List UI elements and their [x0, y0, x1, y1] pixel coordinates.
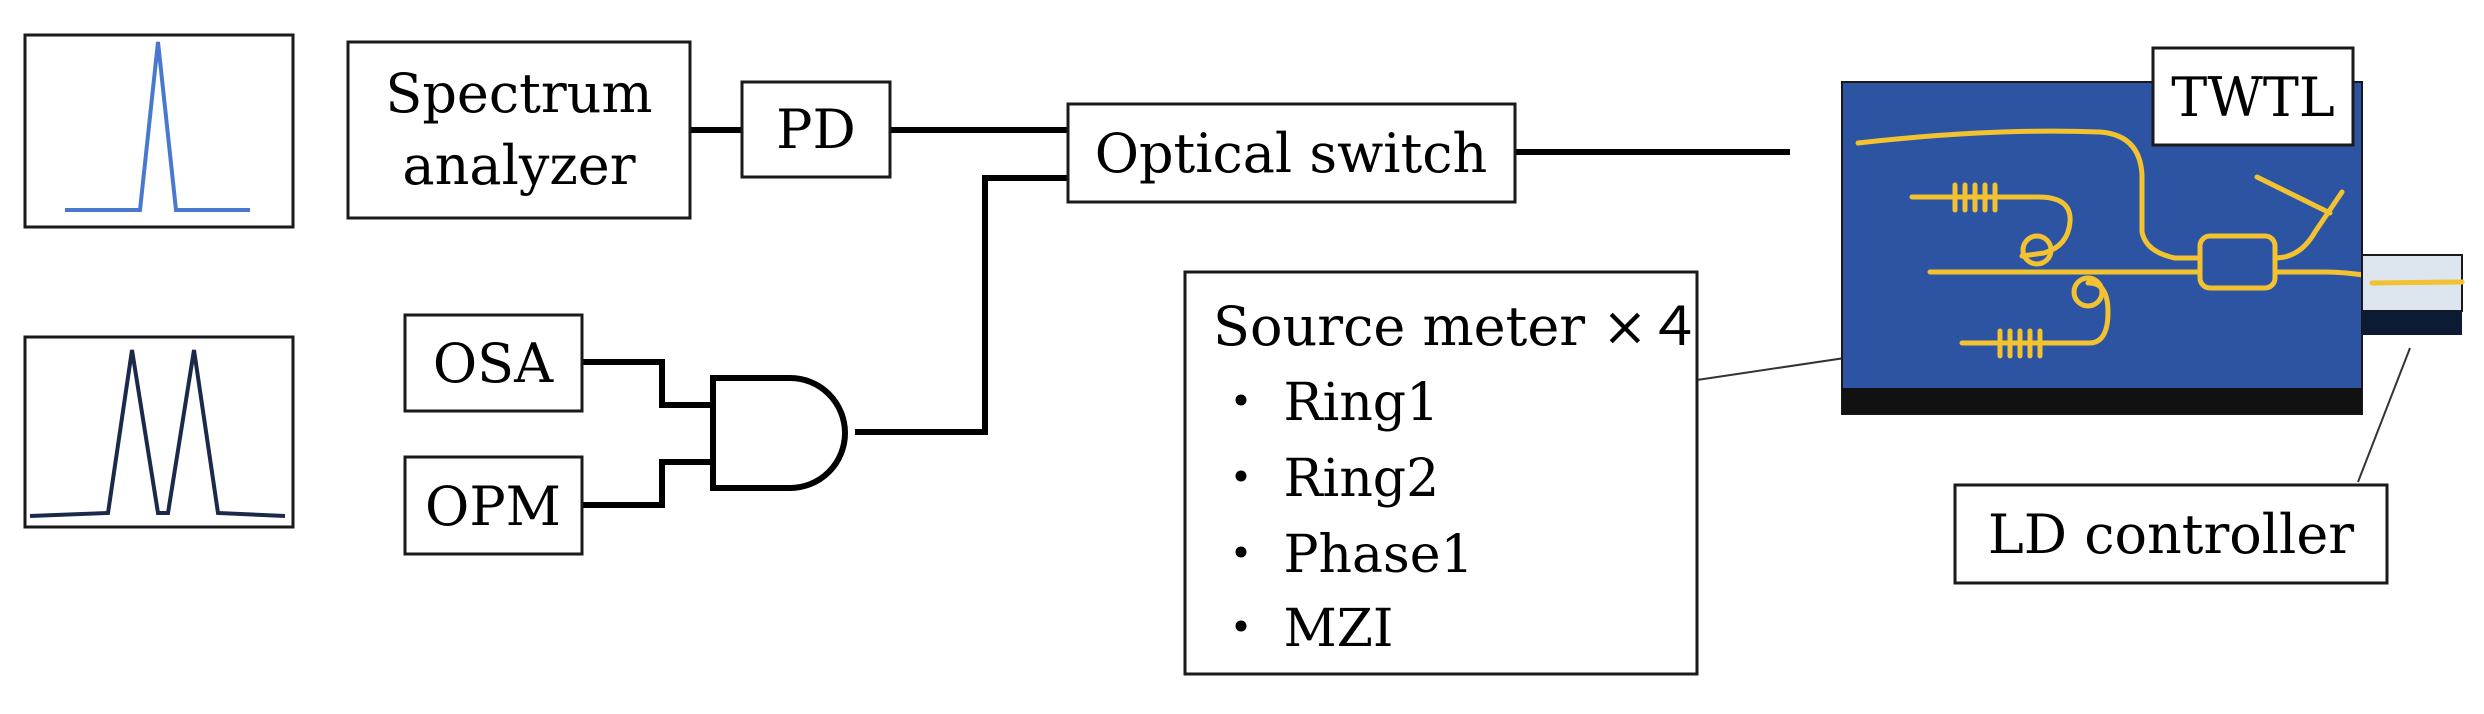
double-peak-spectrum-plot: [23, 335, 295, 529]
laser-diode-module: [2361, 254, 2465, 335]
single-peak-trace: [65, 41, 250, 212]
waveguide-traces: [1855, 128, 2465, 359]
source-meter-item-mzi: ・ MZI: [1215, 599, 1393, 659]
spectrum-analyzer-line1: Spectrum: [385, 62, 652, 125]
spectrum-analyzer-block: Spectrum analyzer: [346, 40, 692, 220]
coupler-shape: [710, 375, 848, 491]
single-peak-spectrum-plot: [23, 33, 295, 229]
leader-ld-controller: [2357, 347, 2411, 483]
opm-label: OPM: [425, 475, 561, 538]
optical-wires: [582, 127, 1790, 508]
optical-switch-block: Optical switch: [1066, 102, 1517, 204]
source-meter-title: Source meter ×４: [1213, 295, 1702, 358]
source-meter-item-ring2: ・ Ring2: [1215, 449, 1439, 509]
osa-label: OSA: [433, 332, 554, 395]
spectrum-analyzer-line2: analyzer: [402, 134, 635, 197]
pd-label: PD: [776, 98, 856, 161]
ld-controller-block: LD controller: [1953, 483, 2389, 585]
chip-base: [1842, 388, 2362, 414]
double-peak-trace: [29, 349, 286, 518]
wire-opm-coupler: [582, 459, 710, 508]
source-meter-item-ring1: ・ Ring1: [1215, 373, 1439, 433]
twtl-label: TWTL: [2171, 66, 2334, 129]
pd-block: PD: [740, 80, 892, 179]
ld-controller-label: LD controller: [1988, 503, 2354, 566]
wire-osa-coupler: [582, 359, 710, 408]
optical-switch-label: Optical switch: [1095, 122, 1488, 185]
source-meter-block: Source meter ×４ ・ Ring1 ・ Ring2 ・ Phase1…: [1183, 270, 1702, 676]
source-meter-item-phase1: ・ Phase1: [1215, 525, 1474, 585]
opm-block: OPM: [403, 455, 584, 556]
wire-switch-coupler: [855, 175, 1068, 435]
osa-block: OSA: [403, 313, 584, 413]
twtl-label-box: TWTL: [2151, 46, 2355, 147]
